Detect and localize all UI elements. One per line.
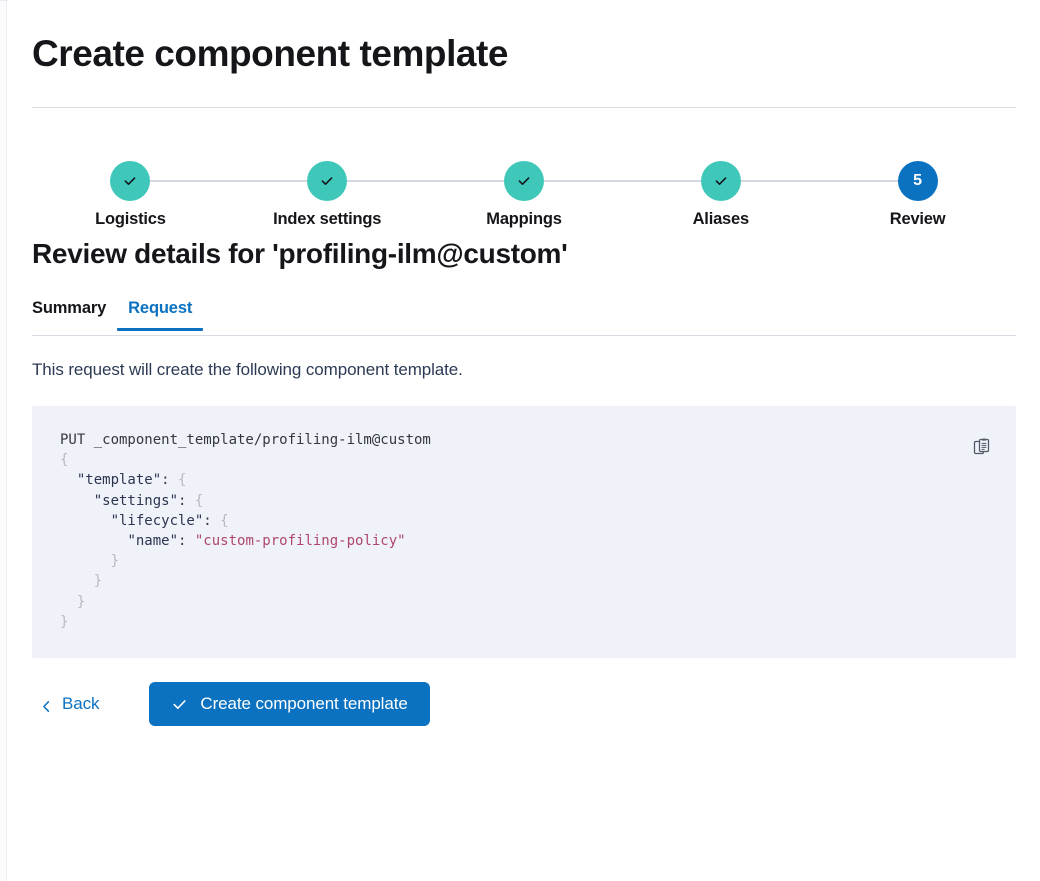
step-circle (700, 161, 741, 201)
code-token-colon: : (161, 472, 179, 489)
chevron-left-icon (40, 698, 53, 712)
step-connector (150, 180, 308, 182)
step-aliases[interactable]: Aliases (622, 161, 819, 229)
check-icon (516, 173, 532, 189)
create-component-template-button-label: Create component template (200, 694, 408, 714)
step-label: Review (889, 210, 946, 228)
check-icon (319, 173, 335, 189)
check-icon (171, 696, 188, 713)
section-title: Review details for 'profiling-ilm@custom… (32, 238, 568, 269)
code-token-punct: } (110, 553, 120, 570)
code-token-punct: } (60, 613, 69, 630)
create-component-template-page: Create component template Logistics Index… (8, 0, 1040, 881)
window-left-edge (0, 0, 7, 881)
step-mappings[interactable]: Mappings (426, 161, 623, 229)
tab-request[interactable]: Request (117, 299, 204, 331)
step-connector (544, 180, 701, 182)
code-token-key: "lifecycle" (110, 512, 204, 529)
code-token-string: "custom-profiling-policy" (194, 533, 406, 550)
step-connector (347, 180, 504, 182)
request-description: This request will create the following c… (32, 360, 463, 379)
code-token-punct: { (60, 452, 69, 469)
code-token-punct: } (76, 593, 86, 610)
back-button[interactable]: Back (32, 688, 107, 720)
step-label: Logistics (95, 210, 166, 228)
code-token-punct: } (93, 573, 103, 590)
code-token-key: "name" (127, 533, 179, 550)
check-icon (122, 173, 138, 189)
step-number: 5 (913, 172, 923, 189)
request-code-block: PUT _component_template/profiling-ilm@cu… (32, 406, 1016, 659)
step-circle (503, 161, 544, 201)
code-token-key: "settings" (93, 492, 179, 509)
step-index-settings[interactable]: Index settings (229, 161, 426, 229)
code-token-colon: : (203, 512, 221, 529)
check-icon (713, 173, 729, 189)
step-logistics[interactable]: Logistics (32, 161, 229, 229)
title-divider (32, 107, 1016, 108)
step-label: Aliases (692, 210, 750, 228)
request-code: PUT _component_template/profiling-ilm@cu… (32, 430, 1016, 632)
tab-summary[interactable]: Summary (21, 299, 117, 330)
step-circle: 5 (897, 161, 938, 201)
code-token-colon: : (178, 533, 195, 550)
step-label: Index settings (273, 210, 382, 228)
code-token-plain: PUT _component_template/profiling-ilm@cu… (60, 432, 431, 448)
step-connector (740, 180, 898, 182)
step-label: Mappings (486, 210, 562, 228)
step-circle (110, 161, 151, 201)
code-token-key: "template" (76, 472, 162, 489)
code-token-colon: : (178, 492, 195, 509)
create-component-template-button[interactable]: Create component template (149, 682, 430, 727)
copy-to-clipboard-icon[interactable] (970, 435, 994, 459)
step-circle (307, 161, 348, 201)
back-button-label: Back (62, 694, 100, 714)
code-token-punct: { (220, 512, 229, 529)
wizard-actions: Back Create component template (32, 682, 1040, 727)
code-token-punct: { (194, 492, 204, 509)
page-title: Create component template (32, 33, 509, 74)
code-token-punct: { (178, 472, 187, 489)
